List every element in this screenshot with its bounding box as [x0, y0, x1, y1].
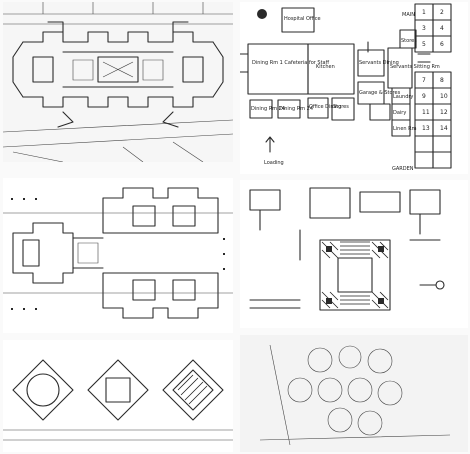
bed-number: 9 [422, 93, 426, 100]
bed-number: 11 [422, 109, 430, 116]
bed-number: 1 [422, 9, 426, 16]
bed-number: 12 [440, 109, 448, 116]
bed-number: 6 [440, 41, 444, 48]
site-plan-drawing [3, 2, 233, 162]
cluster-plan-panel [240, 335, 468, 452]
bed-number: 2 [440, 9, 444, 16]
label-kitchen: Kitchen [316, 64, 335, 70]
cluster-plan-drawing [240, 335, 468, 452]
label-garden: GARDEN [392, 166, 414, 172]
label-dining-24b: Dining Rm 24 [279, 106, 313, 112]
label-main: MAIN [402, 12, 415, 18]
bed-number: 8 [440, 77, 444, 84]
modules-plan-panel [3, 340, 233, 452]
bed-number: 10 [440, 93, 448, 100]
label-office: Office Dining [309, 104, 341, 110]
label-stores2: Stores [333, 104, 349, 110]
bed-number: 13 [422, 125, 430, 132]
label-dairy: Dairy [393, 110, 406, 116]
label-loading: Loading [264, 160, 284, 166]
label-servants-dining: Servants Dining [359, 60, 399, 66]
bed-number: 7 [422, 77, 426, 84]
label-linen: Linen Rm [393, 126, 417, 132]
label-garage: Garage & Stores [359, 90, 401, 96]
ward-plan-drawing [3, 187, 233, 319]
label-dining-24: Dining Rm 24 [251, 106, 285, 112]
bed-number: 3 [422, 25, 426, 32]
label-stores: Stores [401, 38, 417, 44]
courtyard-plan-drawing [249, 187, 445, 311]
courtyard-plan-panel [240, 180, 468, 328]
modules-plan-drawing [3, 359, 233, 441]
bed-number: 4 [440, 25, 444, 32]
ward-plan-panel [3, 178, 233, 333]
bed-number: 14 [440, 125, 448, 132]
service-plan-panel: MAIN Hospital Office Dining Rm 1 Cafeter… [240, 2, 468, 174]
bed-number: 5 [422, 41, 426, 48]
bed-grid [414, 3, 452, 169]
site-plan-panel [3, 2, 233, 162]
label-servants-sitting: Servants Sitting Rm [390, 64, 440, 70]
service-plan-drawing: MAIN Hospital Office Dining Rm 1 Cafeter… [240, 3, 452, 172]
label-hospital-office: Hospital Office [284, 16, 321, 22]
label-laundry: Laundry [393, 94, 413, 100]
label-dining: Dining Rm 1 Cafeteria for Staff [252, 60, 330, 66]
